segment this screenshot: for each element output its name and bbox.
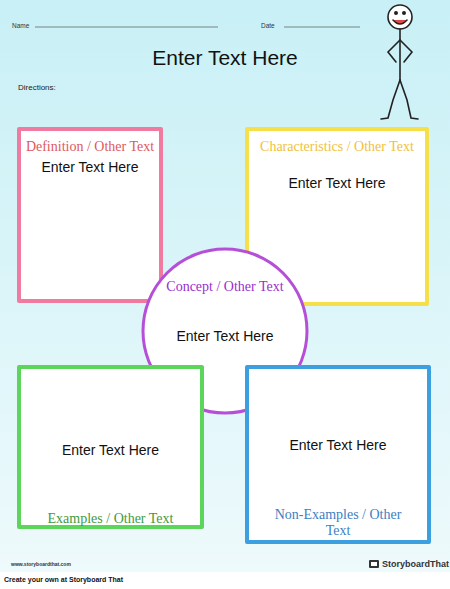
circle-body: Enter Text Here	[150, 329, 300, 345]
box-heading: Non-Examples / Other Text	[271, 507, 405, 538]
box-heading: Characteristics / Other Text	[259, 139, 415, 155]
box-heading: Examples / Other Text	[21, 511, 200, 527]
box-body: Enter Text Here	[253, 438, 423, 454]
credit-line: Create your own at Storyboard That	[4, 576, 123, 583]
date-line	[284, 27, 360, 28]
logo-text: StoryboardThat	[382, 559, 449, 569]
directions-label: Directions:	[18, 83, 56, 92]
examples-box: Enter Text HereExamples / Other Text	[17, 365, 204, 529]
box-body: Enter Text Here	[25, 443, 196, 459]
name-line	[35, 27, 218, 28]
worksheet-title: Enter Text Here	[0, 46, 450, 70]
definition-box: Definition / Other TextEnter Text Here	[17, 127, 163, 303]
name-label: Name	[12, 22, 29, 29]
non-examples-box: Enter Text HereNon-Examples / Other Text	[245, 365, 431, 544]
logo-icon	[369, 560, 379, 568]
circle-heading: Concept / Other Text	[162, 279, 288, 295]
stick-figure	[381, 5, 418, 119]
date-label: Date	[261, 22, 275, 29]
box-body: Enter Text Here	[25, 160, 155, 176]
box-heading: Definition / Other Text	[15, 139, 165, 155]
website-footer: www.storyboardthat.com	[11, 561, 71, 567]
worksheet-fill	[0, 0, 450, 572]
box-body: Enter Text Here	[253, 176, 421, 192]
